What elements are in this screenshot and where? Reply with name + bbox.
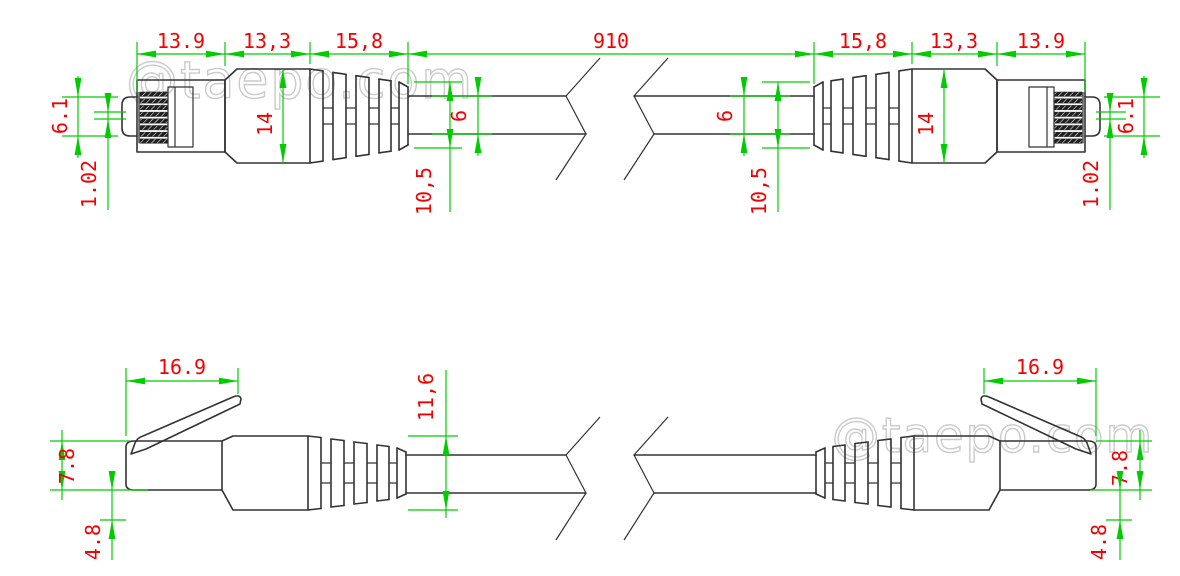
dim-top-horizontal-chain: 13.9 13,3 15,8 910 15,8 13,3 13.9 <box>136 29 1086 92</box>
svg-text:4.8: 4.8 <box>1087 524 1111 560</box>
dim-contact-pitch-right: 1.02 <box>1079 93 1126 210</box>
connector-body <box>224 68 311 164</box>
cable-break-left <box>555 57 601 181</box>
dim-body-length-left: 13,3 <box>243 29 291 53</box>
strain-relief-boot <box>815 435 915 511</box>
svg-text:11,6: 11,6 <box>414 373 438 421</box>
dim-contact-pitch-left: 1.02 <box>77 93 126 210</box>
top-view: 13.9 13,3 15,8 910 15,8 13,3 13.9 6.1 1.… <box>48 29 1160 215</box>
dim-cable-diameter-left: 6 <box>432 77 492 156</box>
svg-text:6: 6 <box>713 110 737 122</box>
bottom-right-connector <box>815 395 1097 511</box>
svg-text:7.8: 7.8 <box>55 448 79 484</box>
dim-latch-length-right: 16.9 <box>983 355 1097 436</box>
svg-text:4.8: 4.8 <box>81 524 105 560</box>
cable-break-left <box>555 416 601 541</box>
bottom-left-connector <box>125 395 407 511</box>
watermark-top: @taepo.com <box>126 51 474 111</box>
dim-boot-length-left: 15,8 <box>335 29 383 53</box>
latch-clip <box>980 395 1092 455</box>
dim-plug-height-left: 7.8 <box>50 430 148 500</box>
dim-plug-length-left: 13.9 <box>157 29 205 53</box>
cable-run-bottom <box>405 416 817 541</box>
latch-window <box>167 86 194 148</box>
svg-text:10,5: 10,5 <box>412 167 436 215</box>
plug-nose <box>121 96 138 137</box>
dim-boot-to-cable-left: 10,5 <box>412 81 462 215</box>
svg-text:6: 6 <box>447 110 471 122</box>
bottom-view: 16.9 7.8 4.8 11,6 16.9 <box>50 355 1152 560</box>
latch-clip <box>130 395 242 455</box>
dim-plug-length-right: 13.9 <box>1017 29 1065 53</box>
strain-relief-boot <box>307 435 407 511</box>
top-left-connector <box>121 68 409 164</box>
svg-text:14: 14 <box>914 112 938 136</box>
svg-text:14: 14 <box>253 112 277 136</box>
latch-window <box>1028 86 1055 148</box>
dim-tip-height-left: 6.1 <box>48 76 118 158</box>
svg-text:16.9: 16.9 <box>158 355 206 379</box>
connector-body <box>913 435 1001 511</box>
svg-text:1.02: 1.02 <box>77 160 101 208</box>
strain-relief-boot <box>309 68 409 164</box>
dim-boot-to-cable-right: 10,5 <box>747 81 810 215</box>
dim-body-height-right: 14 <box>914 69 948 163</box>
strain-relief-boot <box>813 68 913 164</box>
svg-text:6.1: 6.1 <box>1114 98 1138 134</box>
dim-latch-drop-left: 4.8 <box>81 471 126 560</box>
connector-body <box>911 68 998 164</box>
dim-cable-length: 910 <box>593 29 629 53</box>
connector-body <box>221 435 309 511</box>
dim-boot-length-right: 15,8 <box>839 29 887 53</box>
svg-text:1.02: 1.02 <box>1079 160 1103 208</box>
dim-body-height-left: 14 <box>253 69 287 163</box>
dim-tip-height-right: 6.1 <box>1104 76 1160 158</box>
cable-break-right <box>623 416 669 541</box>
svg-text:10,5: 10,5 <box>747 167 771 215</box>
dim-body-height-bottom: 11,6 <box>408 370 458 518</box>
cable-break-right <box>623 57 669 181</box>
top-right-connector <box>813 68 1101 164</box>
watermark-bottom: @taepo.com <box>832 408 1155 464</box>
plug-nose <box>1084 96 1101 137</box>
dim-latch-drop-right: 4.8 <box>1087 471 1132 560</box>
svg-text:6.1: 6.1 <box>48 98 72 134</box>
dim-latch-length-left: 16.9 <box>125 355 239 436</box>
svg-text:16.9: 16.9 <box>1016 355 1064 379</box>
dim-body-length-right: 13,3 <box>930 29 978 53</box>
